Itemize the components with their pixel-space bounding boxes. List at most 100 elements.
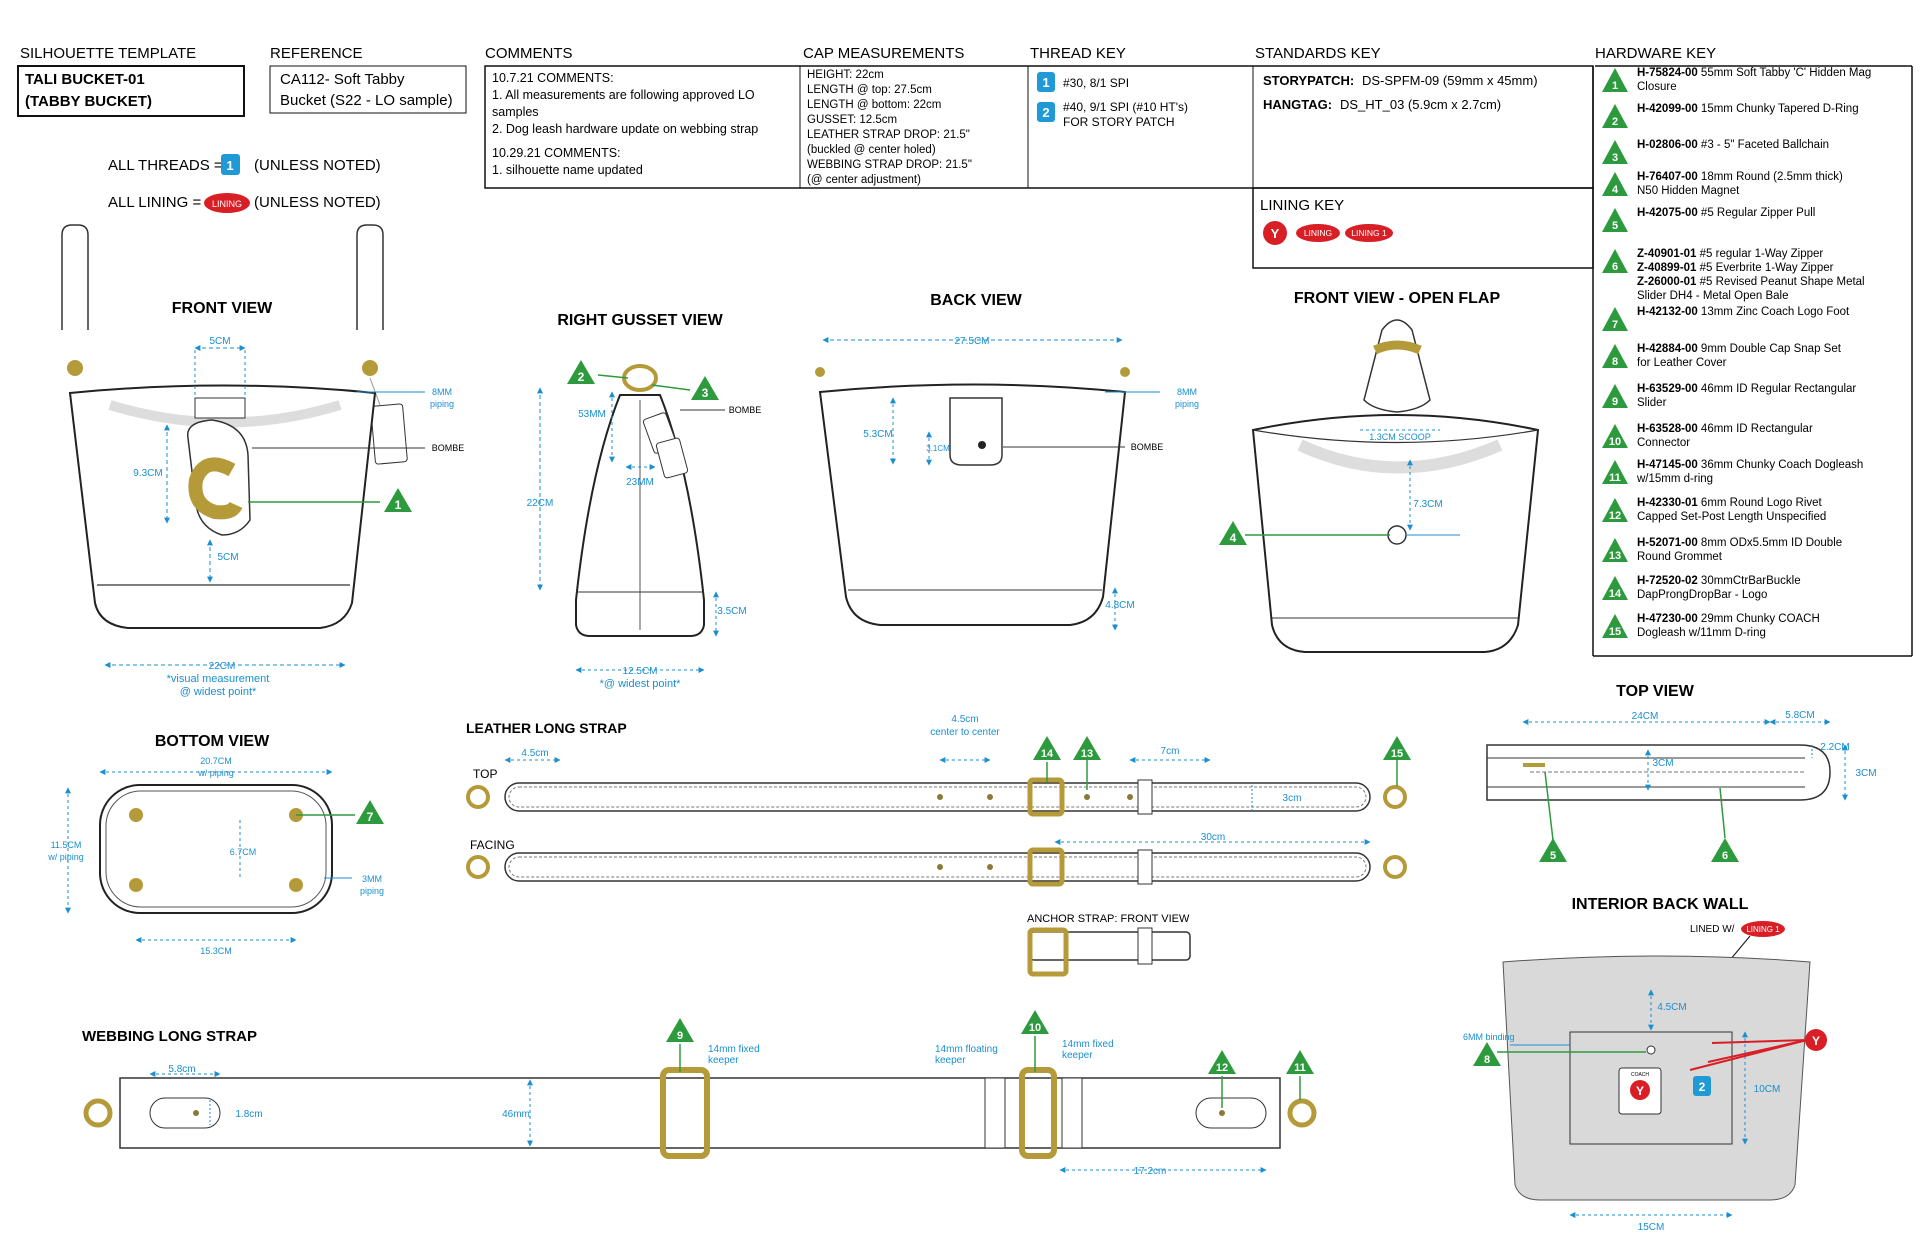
- dim-label: 15.3CM: [200, 946, 232, 956]
- dim-label: 3MM: [362, 874, 382, 884]
- all-lining-badge: LINING: [212, 199, 242, 209]
- hardware-line: Connector: [1637, 437, 1690, 449]
- hardware-callout-icon: [1602, 172, 1628, 196]
- webbing-strap: WEBBING LONG STRAP 5.8cm 1.8cm 46mm 17.2…: [82, 1010, 1317, 1177]
- comment-line: 2. Dog leash hardware update on webbing …: [492, 122, 758, 136]
- cap-line: LEATHER STRAP DROP: 21.5": [807, 129, 970, 141]
- hardware-line: Slider: [1637, 397, 1667, 409]
- dim-label-2: center to center: [930, 727, 1000, 738]
- standard-key: HANGTAG:: [1263, 97, 1332, 112]
- piping-label: 8MM: [1177, 387, 1197, 397]
- hardware-num: 15: [1609, 626, 1621, 638]
- leather-strap: LEATHER LONG STRAP TOP FACING 4.5cm 4.5c…: [466, 714, 1411, 977]
- hardware-callout-icon: [1602, 538, 1628, 562]
- front-view: FRONT VIEW 5CM 9.3CM 5CM 22CM *visual me…: [61, 224, 464, 698]
- dim-label: 6.7CM: [230, 847, 257, 857]
- gusset-note: *@ widest point*: [600, 678, 682, 690]
- leather-strap-title: LEATHER LONG STRAP: [466, 720, 627, 736]
- callout-2: 2: [578, 370, 585, 384]
- dim-label: 11.5CM: [51, 840, 82, 850]
- standard-value: DS-SPFM-09 (59mm x 45mm): [1362, 73, 1538, 88]
- dim-label: 5.8CM: [1785, 710, 1814, 721]
- lined-label: LINED W/: [1690, 924, 1735, 935]
- reference-line-1: CA112- Soft Tabby: [280, 71, 405, 88]
- cap-line: GUSSET: 12.5cm: [807, 114, 897, 126]
- callout-14: 14: [1041, 748, 1054, 760]
- comments-label: COMMENTS: [485, 45, 573, 62]
- cap-line: HEIGHT: 22cm: [807, 69, 884, 81]
- front-note: *visual measurement: [167, 673, 270, 685]
- scoop-label: 1.3CM SCOOP: [1369, 432, 1431, 442]
- lining1-badge: LINING 1: [1746, 925, 1780, 934]
- thread-num-1: 1: [1042, 75, 1049, 90]
- top-label: TOP: [473, 767, 497, 781]
- dim-label: 2.2CM: [1820, 742, 1849, 753]
- all-lining-label: ALL LINING =: [108, 194, 201, 211]
- hardware-num: 5: [1612, 220, 1618, 232]
- callout-1: 1: [395, 498, 402, 512]
- callout-10: 10: [1029, 1022, 1041, 1034]
- comment-line: 1. All measurements are following approv…: [492, 88, 755, 102]
- keeper-label-2: keeper: [708, 1055, 739, 1066]
- bombe-label: BOMBE: [1131, 442, 1164, 452]
- callout-12: 12: [1216, 1062, 1228, 1074]
- webbing-strap-title: WEBBING LONG STRAP: [82, 1028, 257, 1045]
- hardware-line: H-76407-00 18mm Round (2.5mm thick): [1637, 171, 1843, 183]
- dim-label: 5CM: [217, 552, 238, 563]
- hardware-callout-icon: [1602, 460, 1628, 484]
- hardware-num: 12: [1609, 510, 1621, 522]
- hardware-line: Z-40901-01 #5 regular 1-Way Zipper: [1637, 248, 1823, 260]
- callout-11: 11: [1294, 1062, 1306, 1074]
- hardware-num: 11: [1609, 472, 1621, 484]
- anchor-label: ANCHOR STRAP: FRONT VIEW: [1027, 913, 1190, 925]
- hardware-num: 13: [1609, 550, 1621, 562]
- hardware-num: 1: [1612, 80, 1618, 92]
- thread-key-label: THREAD KEY: [1030, 45, 1126, 62]
- hardware-num: 14: [1609, 588, 1622, 600]
- callout-5: 5: [1550, 850, 1556, 862]
- hardware-line: Slider DH4 - Metal Open Bale: [1637, 290, 1788, 302]
- top-view: TOP VIEW 24CM 5.8CM 2.2CM 3CM 3CM 5 6: [1486, 683, 1877, 862]
- lining-badge: LINING: [1304, 228, 1332, 238]
- dim-label: 53MM: [578, 409, 606, 420]
- standard-key: STORYPATCH:: [1263, 73, 1354, 88]
- dim-label: 3.5CM: [717, 606, 746, 617]
- dim-label: 24CM: [1632, 711, 1659, 722]
- dim-label: 9.3CM: [133, 468, 162, 479]
- unless-noted: (UNLESS NOTED): [254, 194, 381, 211]
- callout-7: 7: [367, 810, 374, 824]
- gusset-view-title: RIGHT GUSSET VIEW: [557, 312, 723, 329]
- hardware-line: H-42884-00 9mm Double Cap Snap Set: [1637, 343, 1842, 355]
- top-view-title: TOP VIEW: [1616, 683, 1695, 700]
- hardware-line: Closure: [1637, 81, 1677, 93]
- comment-line: 10.29.21 COMMENTS:: [492, 146, 621, 160]
- dim-label-2: piping: [360, 886, 384, 896]
- hardware-key-label: HARDWARE KEY: [1595, 45, 1716, 62]
- dim-label: 22CM: [209, 661, 236, 672]
- hardware-callout-icon: [1602, 576, 1628, 600]
- bombe-label: BOMBE: [729, 405, 762, 415]
- hardware-line: H-63528-00 46mm ID Rectangular: [1637, 423, 1813, 435]
- hardware-line: H-42099-00 15mm Chunky Tapered D-Ring: [1637, 103, 1859, 115]
- hardware-callout-icon: [1602, 614, 1628, 638]
- hardware-num: 8: [1612, 356, 1618, 368]
- interior-title: INTERIOR BACK WALL: [1572, 896, 1749, 913]
- story-patch-text: COACH: [1631, 1072, 1649, 1078]
- dim-label: 17.2cm: [1134, 1166, 1167, 1177]
- front-note-2: @ widest point*: [180, 686, 257, 698]
- dim-label: 10CM: [1754, 1084, 1781, 1095]
- cap-line: (@ center adjustment): [807, 174, 921, 186]
- dim-label: 30cm: [1201, 832, 1225, 843]
- dim-label: 46mm: [502, 1109, 530, 1120]
- dim-label: 12.5CM: [622, 666, 657, 677]
- interior-thread-2: 2: [1699, 1080, 1706, 1094]
- hardware-callout-icon: [1602, 498, 1628, 522]
- hardware-key: HARDWARE KEY 1H-75824-00 55mm Soft Tabby…: [1592, 45, 1913, 657]
- dim-label: 7.3CM: [1413, 499, 1442, 510]
- piping-label-2: piping: [430, 399, 454, 409]
- dim-label: 5.3CM: [863, 429, 892, 440]
- hardware-line: H-42132-00 13mm Zinc Coach Logo Foot: [1637, 306, 1850, 318]
- callout-15: 15: [1391, 748, 1403, 760]
- callout-3: 3: [702, 386, 709, 400]
- keeper-label: 14mm fixed: [1062, 1039, 1114, 1050]
